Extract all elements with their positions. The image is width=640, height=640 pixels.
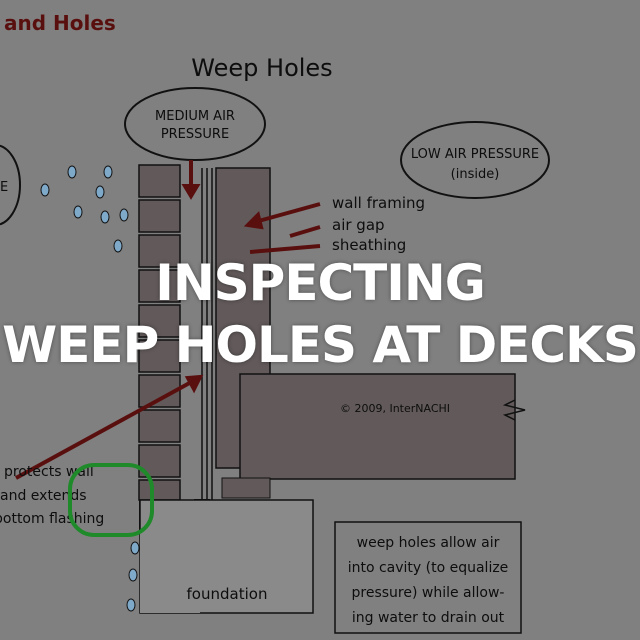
highlight-circle (68, 463, 154, 537)
info-line2: into cavity (to equalize (348, 560, 509, 576)
sill-plate (221, 477, 271, 499)
low-pressure-bubble (400, 121, 550, 199)
overlay-title-line1: INSPECTING (155, 254, 486, 312)
low-pressure-line1: LOW AIR PRESSURE (411, 147, 539, 162)
high-pressure-bubble (0, 144, 21, 226)
info-line1: weep holes allow air (357, 535, 500, 551)
copyright: © 2009, InterNACHI (340, 402, 450, 415)
brick-wall (138, 164, 181, 501)
header-fragment: and Holes (4, 11, 116, 35)
low-pressure-line2: (inside) (451, 167, 500, 182)
note-line1: protects wall (4, 464, 94, 480)
info-box (334, 521, 522, 634)
arrows (15, 160, 321, 480)
medium-pressure-bubble (124, 87, 266, 161)
foundation-fill (140, 530, 200, 613)
wall-framing-label: wall framing (332, 194, 425, 212)
sheathing-label: sheathing (332, 236, 406, 254)
deck-joist (239, 373, 516, 480)
info-line4: ing water to drain out (352, 610, 505, 626)
sheathing-layers (201, 168, 213, 500)
water-drop-icons (40, 165, 140, 612)
medium-pressure-line2: PRESSURE (161, 127, 229, 142)
air-gap-label: air gap (332, 216, 385, 234)
info-line3: pressure) while allow- (352, 585, 505, 601)
break-line (502, 399, 526, 421)
diagram-title: Weep Holes (191, 54, 332, 82)
note-line3: bottom flashing (0, 511, 104, 527)
foundation-label: foundation (187, 585, 268, 603)
note-line2: and extends (0, 488, 87, 504)
high-pressure-fragment: E (0, 180, 8, 195)
overlay-title-line2: WEEP HOLES AT DECKS (2, 316, 639, 374)
medium-pressure-line1: MEDIUM AIR (155, 109, 235, 124)
